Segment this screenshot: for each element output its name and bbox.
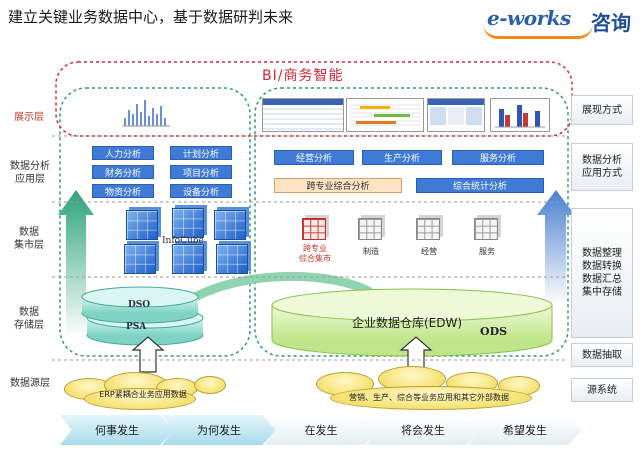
manufacturing-mart-label: 制造	[363, 247, 379, 256]
infocube-icon	[124, 244, 156, 274]
label-display-layer: 展示层	[14, 112, 44, 123]
thumbnail-column-chart	[490, 98, 550, 132]
box-finance-analysis: 财务分析	[92, 165, 154, 179]
infocube-icon	[216, 244, 248, 274]
logo-arc-icon	[483, 24, 593, 39]
infocube-icon	[126, 210, 158, 240]
logo-eworks-text: e-works	[487, 6, 571, 30]
tag-data-integration: 数据整理数据转换数据汇总集中存储	[571, 208, 633, 338]
infocube-label: InfoCube	[162, 236, 204, 246]
box-production-analysis: 生产分析	[362, 150, 442, 165]
ods-label: ODS	[480, 325, 508, 338]
thumbnail-dashboard	[427, 98, 485, 132]
service-mart-cube-icon	[474, 218, 498, 240]
timeline-step-future: 将会发生	[366, 415, 480, 445]
source-disk-icon	[330, 386, 532, 410]
thumbnail-report-table	[262, 98, 344, 132]
thumbnail-bar-chart	[118, 92, 174, 130]
infocube-icon	[172, 208, 204, 238]
eworks-logo: e-works 咨询	[483, 6, 635, 40]
cross-mart-label: 跨专业综合集市	[299, 244, 331, 263]
manufacturing-mart-cube-icon	[358, 218, 382, 240]
edw-label: 企业数据仓库(EDW)	[352, 316, 463, 330]
box-service-analysis: 服务分析	[452, 150, 544, 165]
tag-display-mode: 展现方式	[571, 95, 633, 125]
right-up-arrow	[537, 190, 575, 305]
box-operation-analysis: 经营分析	[274, 150, 354, 165]
source-disk-icon	[84, 388, 196, 410]
infocube-icon	[172, 244, 204, 274]
bi-title: BI/商务智能	[262, 68, 344, 84]
dso-label: DSO	[128, 300, 151, 310]
source-disk-icon	[194, 376, 226, 394]
box-material-analysis: 物资分析	[92, 184, 154, 198]
source-left-label: ERP紧耦合业务应用数据	[99, 390, 187, 399]
psa-label: PSA	[126, 322, 147, 332]
timeline-step-now: 在发生	[264, 415, 378, 445]
label-storage-layer: 数据存储层	[14, 307, 44, 331]
cross-mart-cube-icon	[302, 218, 326, 240]
box-cross-analysis: 跨专业综合分析	[274, 178, 402, 193]
label-mart-layer: 数据集市层	[14, 227, 44, 251]
box-equipment-analysis: 设备分析	[170, 184, 232, 198]
timeline-step-hope: 希望发生	[468, 415, 582, 445]
service-mart-label: 服务	[479, 247, 495, 256]
infocube-icon	[214, 210, 246, 240]
timeline-step-what: 何事发生	[60, 415, 174, 445]
page-title: 建立关键业务数据中心，基于数据研判未来	[8, 8, 294, 26]
operation-mart-label: 经营	[421, 247, 437, 256]
box-hr-analysis: 人力分析	[92, 146, 154, 160]
logo-zixun-text: 咨询	[591, 11, 631, 35]
tag-analysis-mode: 数据分析应用方式	[571, 143, 633, 191]
operation-mart-cube-icon	[416, 218, 440, 240]
curved-arrow	[187, 271, 373, 304]
tag-source-system: 源系统	[571, 378, 633, 402]
box-statistic-analysis: 综合统计分析	[416, 178, 544, 193]
timeline-step-why: 为何发生	[162, 415, 276, 445]
label-analysis-layer: 数据分析应用层	[10, 161, 50, 185]
tag-data-extraction: 数据抽取	[571, 343, 633, 367]
label-source-layer: 数据源层	[10, 378, 50, 389]
thumbnail-gantt	[346, 98, 424, 132]
right-panel-border	[254, 87, 569, 357]
box-plan-analysis: 计划分析	[170, 146, 232, 160]
box-project-analysis: 项目分析	[170, 165, 232, 179]
bi-frame-border	[55, 61, 573, 137]
source-right-label: 营销、生产、综合等业务应用和其它外部数据	[349, 393, 509, 402]
